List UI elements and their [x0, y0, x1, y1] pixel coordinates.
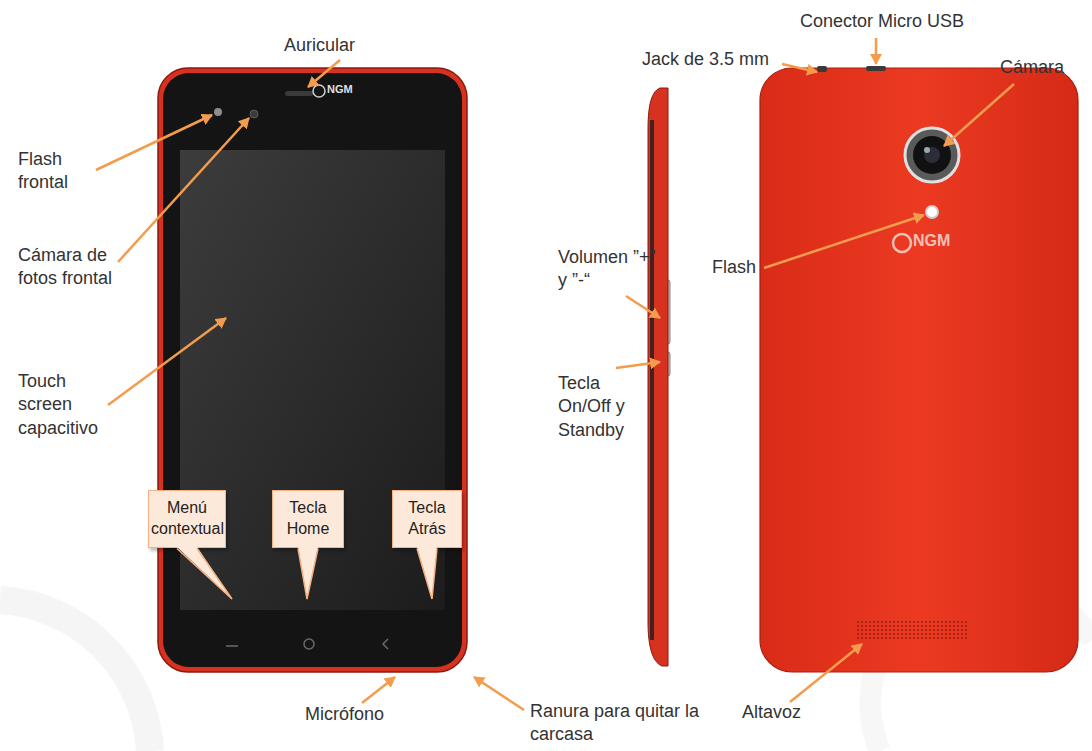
phone-side	[648, 88, 670, 666]
part-label: Touch screen capacitivo	[18, 370, 113, 440]
part-label: Conector Micro USB	[800, 10, 1000, 33]
phone-front	[158, 68, 467, 672]
callout-tail	[392, 547, 462, 603]
brand-logo: NGM	[913, 233, 973, 249]
part-label: Cámara	[1000, 56, 1080, 79]
callout-box: Tecla Home	[272, 490, 344, 548]
callout-tail	[272, 547, 344, 603]
part-label: Flash frontal	[18, 148, 98, 195]
part-label: Micrófono	[305, 703, 425, 726]
phone-back	[760, 66, 1078, 672]
callout-box: Menú contextual	[148, 490, 226, 548]
callout-box: Tecla Atrás	[392, 490, 462, 548]
part-label: Volumen ”+” y ”-“	[558, 246, 658, 293]
part-label: Cámara de fotos frontal	[18, 244, 118, 291]
part-label: Auricular	[284, 34, 394, 57]
callout-text: Menú contextual	[151, 498, 223, 540]
brand-logo: NGM	[327, 84, 367, 95]
leader-lines	[96, 38, 1014, 710]
part-label: Jack de 3.5 mm	[642, 48, 792, 71]
part-label: Ranura para quitar la carcasa	[530, 700, 715, 747]
part-label: Flash	[712, 256, 772, 279]
part-label: Tecla On/Off y Standby	[558, 372, 648, 442]
part-label: Altavoz	[742, 701, 832, 724]
callout-text: Tecla Home	[275, 498, 341, 540]
callout-tail	[148, 547, 236, 603]
callout-text: Tecla Atrás	[395, 498, 459, 540]
